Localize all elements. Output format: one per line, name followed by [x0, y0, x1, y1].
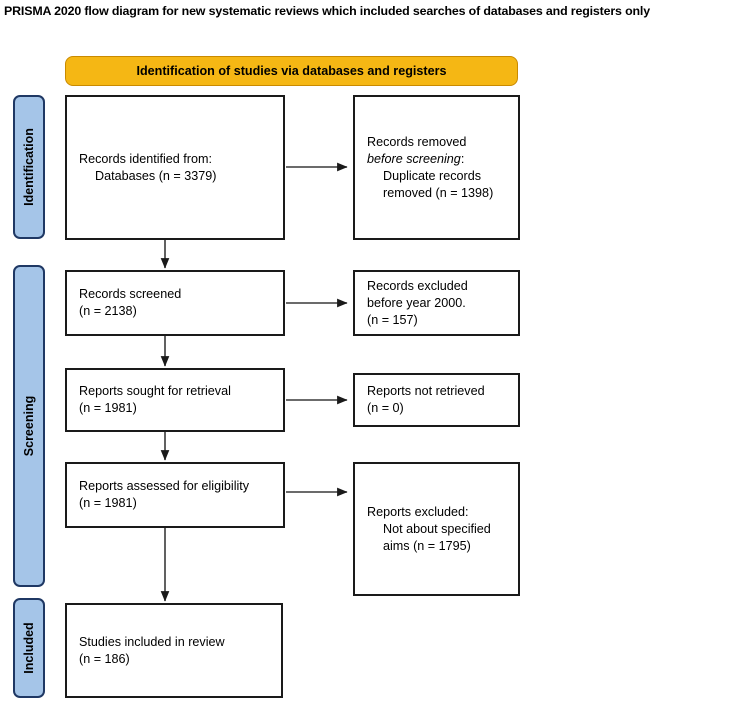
reports-excluded-line1: Reports excluded:	[367, 504, 469, 519]
box-reports-not-retrieved-text: Reports not retrieved (n = 0)	[355, 383, 518, 417]
section-header-label: Identification of studies via databases …	[136, 64, 447, 78]
stage-tab-identification: Identification	[13, 95, 45, 239]
box-reports-assessed: Reports assessed for eligibility (n = 19…	[65, 462, 285, 528]
box-reports-not-retrieved: Reports not retrieved (n = 0)	[353, 373, 520, 427]
records-removed-line3: Duplicate records	[383, 168, 481, 183]
box-records-identified-text: Records identified from: Databases (n = …	[67, 151, 283, 185]
box-records-excluded: Records excluded before year 2000. (n = …	[353, 270, 520, 336]
reports-sought-line1: Reports sought for retrieval	[79, 384, 231, 398]
records-identified-line2: Databases (n = 3379)	[95, 168, 217, 183]
reports-excluded-line3: aims (n = 1795)	[383, 538, 471, 553]
reports-assessed-line2: (n = 1981)	[79, 496, 137, 510]
reports-sought-line2: (n = 1981)	[79, 401, 137, 415]
box-studies-included: Studies included in review (n = 186)	[65, 603, 283, 698]
stage-tab-identification-label: Identification	[22, 128, 36, 206]
studies-included-line2: (n = 186)	[79, 651, 130, 666]
studies-included-line1: Studies included in review	[79, 634, 225, 649]
records-excluded-line1: Records excluded	[367, 278, 468, 293]
reports-excluded-line2: Not about specified	[383, 521, 491, 536]
stage-tab-included-label: Included	[22, 622, 36, 674]
stage-tab-screening: Screening	[13, 265, 45, 587]
records-removed-line2: before screening:	[367, 151, 510, 168]
records-removed-line2-italic: before screening	[367, 151, 461, 166]
records-identified-line1: Records identified from:	[79, 151, 212, 166]
reports-not-retrieved-line1: Reports not retrieved	[367, 384, 485, 398]
section-header-identification: Identification of studies via databases …	[65, 56, 518, 86]
records-excluded-line3: (n = 157)	[367, 312, 418, 327]
records-removed-line4: removed (n = 1398)	[383, 185, 494, 200]
records-removed-line1: Records removed	[367, 134, 467, 149]
stage-tab-included: Included	[13, 598, 45, 698]
page-title: PRISMA 2020 flow diagram for new systema…	[4, 4, 650, 18]
box-records-excluded-text: Records excluded before year 2000. (n = …	[355, 278, 518, 329]
stage-tab-screening-label: Screening	[22, 395, 36, 457]
box-reports-excluded-text: Reports excluded: Not about specified ai…	[355, 504, 518, 555]
box-records-identified: Records identified from: Databases (n = …	[65, 95, 285, 240]
box-reports-sought-text: Reports sought for retrieval (n = 1981)	[67, 383, 283, 417]
box-studies-included-text: Studies included in review (n = 186)	[67, 634, 281, 668]
reports-not-retrieved-line2: (n = 0)	[367, 401, 404, 415]
box-records-removed-text: Records removed before screening: Duplic…	[355, 134, 518, 202]
box-reports-excluded: Reports excluded: Not about specified ai…	[353, 462, 520, 596]
box-records-screened-text: Records screened (n = 2138)	[67, 286, 283, 320]
records-screened-line1: Records screened	[79, 287, 182, 301]
records-removed-line2-tail: :	[460, 151, 465, 166]
reports-assessed-line1: Reports assessed for eligibility	[79, 479, 250, 493]
box-reports-assessed-text: Reports assessed for eligibility (n = 19…	[67, 478, 283, 512]
records-screened-line2: (n = 2138)	[79, 304, 137, 318]
box-reports-sought: Reports sought for retrieval (n = 1981)	[65, 368, 285, 432]
records-excluded-line2: before year 2000.	[367, 295, 466, 310]
box-records-removed: Records removed before screening: Duplic…	[353, 95, 520, 240]
box-records-screened: Records screened (n = 2138)	[65, 270, 285, 336]
